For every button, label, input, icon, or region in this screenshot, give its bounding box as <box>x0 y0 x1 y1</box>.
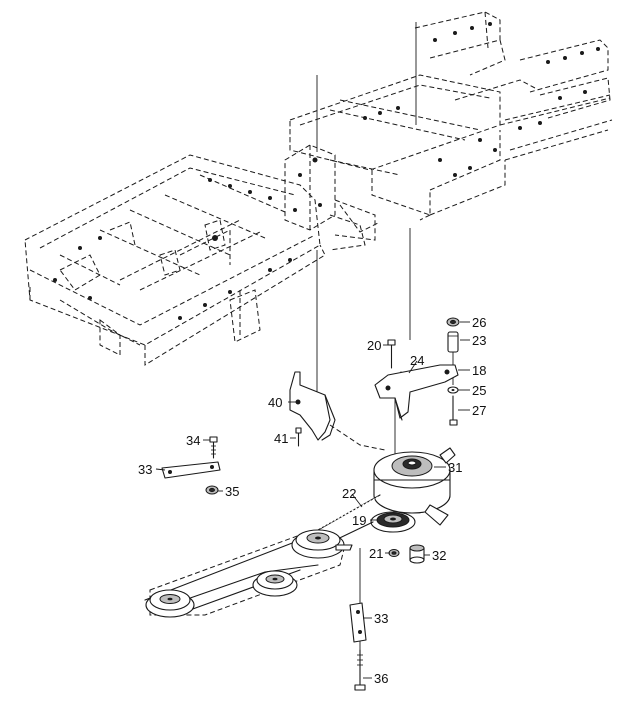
callout-21: 21 <box>369 546 384 561</box>
callout-27: 27 <box>472 403 487 418</box>
callout-36: 36 <box>374 671 389 686</box>
nut-35 <box>205 485 219 495</box>
bolt-41 <box>295 427 302 447</box>
alignment-lines <box>316 22 454 668</box>
idler-arm-18 <box>374 364 459 421</box>
plate-33-left <box>161 461 221 479</box>
callout-leaders <box>155 321 470 679</box>
callout-18: 18 <box>472 363 487 378</box>
callout-22: 22 <box>342 486 357 501</box>
callout-33-left: 33 <box>138 462 153 477</box>
deck-pulley-middle <box>252 570 298 597</box>
bolt-27 <box>449 395 458 426</box>
callout-33-right: 33 <box>374 611 389 626</box>
bolt-36 <box>354 649 366 691</box>
bolt-34 <box>209 436 218 459</box>
callout-20: 20 <box>367 338 382 353</box>
bracket-40 <box>289 371 386 451</box>
callout-26: 26 <box>472 315 487 330</box>
callout-19: 19 <box>352 513 367 528</box>
callout-40: 40 <box>268 395 283 410</box>
plate-33-right <box>349 602 367 643</box>
callout-34: 34 <box>186 433 201 448</box>
callout-31: 31 <box>448 460 463 475</box>
tractor-frame <box>24 11 613 366</box>
callout-32: 32 <box>432 548 447 563</box>
nut-26 <box>446 317 460 327</box>
deck-pulley-left <box>145 589 195 618</box>
clutch-stop-32 <box>409 544 425 564</box>
bolt-20 <box>387 339 396 369</box>
washer-25 <box>447 386 459 394</box>
callout-35: 35 <box>225 484 240 499</box>
idler-pulley-19 <box>370 511 416 533</box>
nut-21 <box>388 549 400 557</box>
callout-24: 24 <box>410 353 425 368</box>
callout-41: 41 <box>274 431 289 446</box>
spacer-23 <box>447 331 459 353</box>
deck-pulley-center <box>291 529 353 559</box>
electric-clutch-31 <box>373 447 456 526</box>
callout-23: 23 <box>472 333 487 348</box>
callout-25: 25 <box>472 383 487 398</box>
